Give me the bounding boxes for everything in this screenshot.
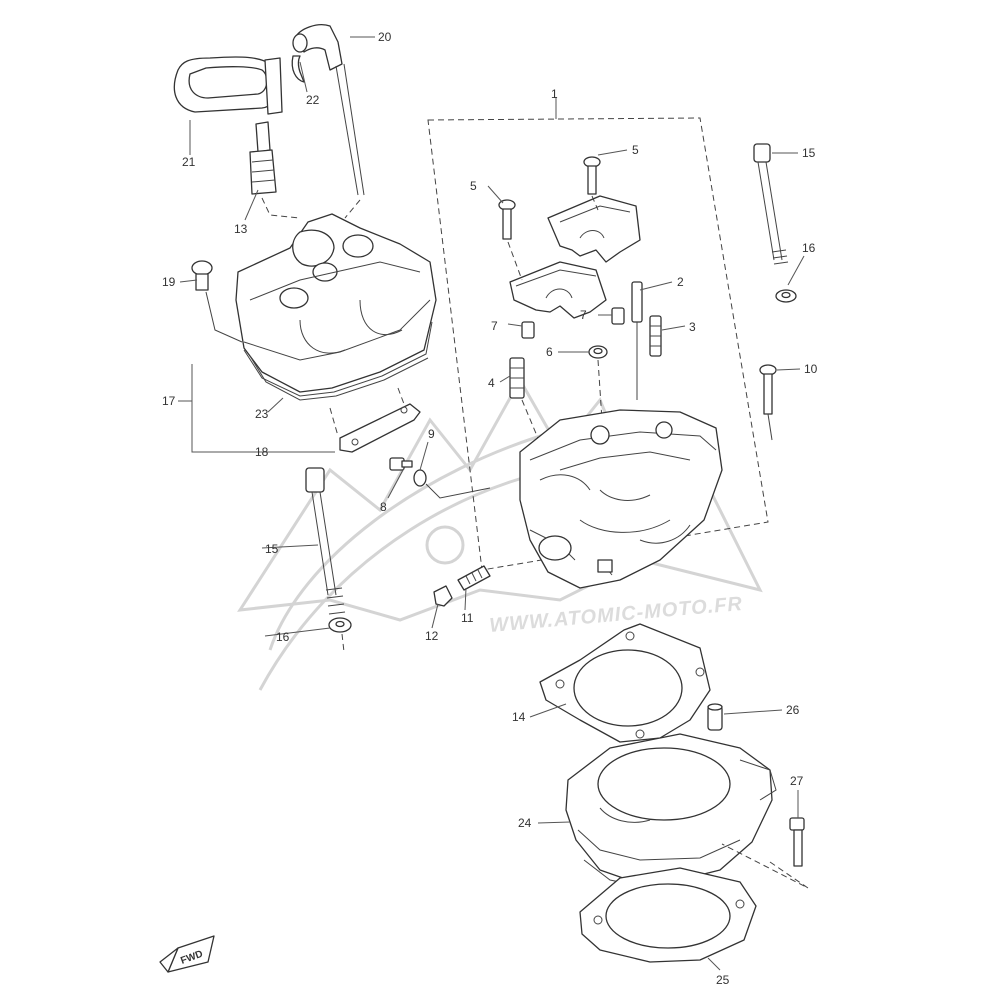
stud-11 [457,565,491,591]
breather-elbow [292,24,365,196]
cylinder-head [519,409,723,589]
label-part-11: 11 [461,611,474,625]
head-cover-gasket [243,321,433,397]
cylinder-head-assembly-outline [427,117,769,571]
watermark-text: WWW.ATOMIC-MOTO.FR [489,593,744,637]
fwd-arrow-badge: FWD [159,935,215,973]
cylinder-base-gasket [579,867,757,963]
label-part-23: 23 [255,407,269,421]
leader-lines [178,36,805,971]
stud-bolt-3 [649,315,662,357]
camshaft-cap-bolt-right [583,156,601,195]
label-part-14: 14 [512,710,526,724]
cylinder-bolt-27 [789,817,805,867]
label-part-20: 20 [378,30,392,44]
stud-bolt-4 [509,357,546,456]
label-part-16-left: 16 [276,630,290,644]
cylinder-head-cover [235,213,437,393]
label-part-9: 9 [428,427,435,441]
label-part-15-right: 15 [802,146,816,160]
camshaft-cap-bolt-left [498,199,516,240]
label-part-25: 25 [716,973,730,987]
washer-16-left [328,617,352,653]
cylinder-bolt-right [753,143,789,265]
label-part-15-left: 15 [265,542,279,556]
breather-hose [173,56,283,115]
label-part-5-right: 5 [632,143,639,157]
plug-12 [433,585,453,607]
label-part-5-left: 5 [470,179,477,193]
label-part-4: 4 [488,376,495,390]
cover-bolt [191,260,243,343]
cylinder-head-gasket [539,623,711,743]
washer-9 [413,469,491,499]
washer-6 [588,345,608,421]
label-part-21: 21 [182,155,196,169]
label-part-19: 19 [162,275,176,289]
washer-16-right [775,289,797,303]
cylinder-bolt-left [305,467,346,615]
label-part-17: 17 [162,394,176,408]
head-bolt-10 [759,364,777,441]
label-part-3: 3 [689,320,696,334]
camshaft-cap-lower [509,261,607,319]
label-part-12: 12 [425,629,439,643]
label-part-27: 27 [790,774,804,788]
label-part-10: 10 [804,362,818,376]
cover-bracket [329,387,421,453]
dowel-pin-left [521,321,535,339]
label-part-18: 18 [255,445,269,459]
label-part-26: 26 [786,703,800,717]
dowel-26 [707,703,723,731]
label-part-7-left: 7 [491,319,498,333]
label-part-1: 1 [551,87,558,101]
dowel-pin-right [611,307,625,325]
label-part-2: 2 [677,275,684,289]
breather-fitting [249,121,277,195]
camshaft-cap-upper [547,195,641,263]
hose-clip [291,55,305,83]
stud-bolt-2 [631,281,643,400]
bolt-8 [389,457,413,471]
label-part-13: 13 [234,222,248,236]
cylinder [565,733,777,891]
label-part-8: 8 [380,500,387,514]
label-part-6: 6 [546,345,553,359]
label-part-7-right: 7 [580,308,587,322]
label-part-16-right: 16 [802,241,816,255]
label-part-24: 24 [518,816,532,830]
part-number-labels: 1 2 3 4 5 5 6 7 7 8 9 10 11 12 13 14 15 … [162,30,818,987]
label-part-22: 22 [306,93,320,107]
